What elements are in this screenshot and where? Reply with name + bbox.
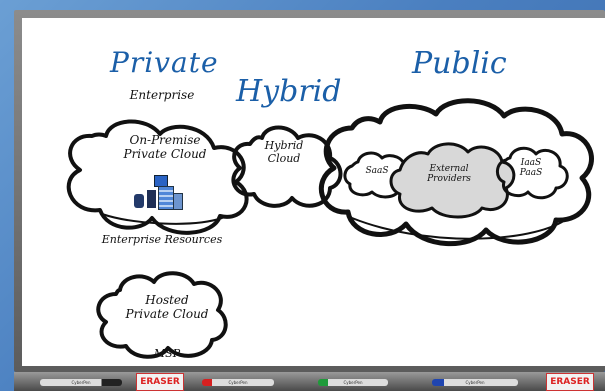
label-enterprise: Enterprise	[129, 88, 195, 102]
pen-blue[interactable]: CyberPen	[432, 379, 518, 386]
external-providers-cloud-outline	[389, 142, 516, 219]
pen-red[interactable]: CyberPen	[202, 379, 274, 386]
on-premise-cloud-outline	[66, 119, 249, 235]
label-hybrid-cloud: Hybrid Cloud	[264, 139, 304, 165]
database-icon	[134, 194, 144, 208]
label-external-providers: External Providers	[427, 164, 471, 185]
pen-blue-label: CyberPen	[465, 380, 485, 385]
whiteboard: Private Hybrid Public Enterprise On-Prem…	[22, 18, 605, 366]
diagram-canvas	[66, 98, 594, 359]
label-hosted: Hosted Private Cloud	[125, 293, 209, 321]
building-small-icon	[173, 193, 183, 210]
eraser-right-button[interactable]: ERASER	[546, 373, 594, 391]
eraser-left-button[interactable]: ERASER	[136, 373, 184, 391]
public-cloud-outline	[318, 98, 594, 247]
iaas-cloud-outline	[496, 146, 569, 200]
label-iaas-paas: IaaS PaaS	[519, 158, 543, 179]
pen-red-label: CyberPen	[228, 380, 248, 385]
label-msp: MSP	[153, 347, 181, 360]
server-rack-icon	[147, 190, 156, 208]
pen-black[interactable]: CyberPen	[40, 379, 122, 386]
on-premise-shadow-line	[101, 213, 223, 225]
pen-green-label: CyberPen	[343, 380, 363, 385]
heading-private: Private	[110, 46, 219, 79]
label-on-premise: On-Premise Private Cloud	[123, 133, 207, 161]
building-icon	[158, 186, 174, 210]
public-shadow-line	[351, 217, 563, 240]
label-saas: SaaS	[365, 166, 389, 176]
pen-green[interactable]: CyberPen	[318, 379, 388, 386]
pen-black-label: CyberPen	[71, 380, 91, 385]
label-enterprise-resources: Enterprise Resources	[101, 233, 223, 246]
hybrid-cloud-outline	[231, 125, 343, 208]
hosted-cloud-outline	[96, 271, 228, 359]
heading-hybrid: Hybrid	[236, 74, 342, 109]
heading-public: Public	[412, 46, 507, 81]
